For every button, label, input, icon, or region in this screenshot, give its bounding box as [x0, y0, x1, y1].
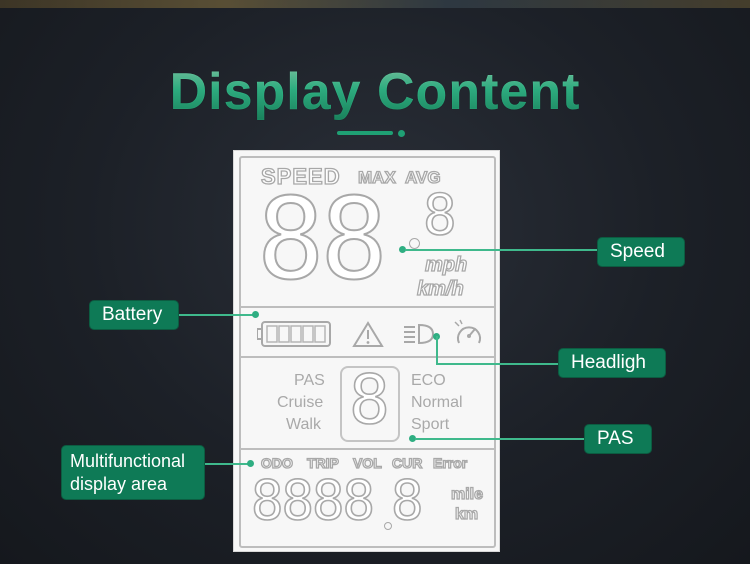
pas-digit-frame — [340, 366, 400, 442]
title-underline — [337, 131, 393, 135]
headlight-pointer-line — [436, 363, 558, 365]
mode-eco: ECO — [411, 372, 446, 389]
divider-top — [241, 306, 494, 308]
headlight-icon — [401, 322, 439, 351]
battery-icon — [256, 320, 333, 353]
mode-walk: Walk — [286, 416, 321, 433]
speed-callout: Speed — [597, 237, 685, 267]
unit-mile: mile — [450, 485, 484, 503]
headlight-pointer-line-vertical — [436, 336, 438, 364]
speed-pointer-dot — [399, 246, 406, 253]
headlight-callout: Headligh — [558, 348, 666, 378]
page-title: Display Content — [0, 62, 750, 122]
mode-sport: Sport — [411, 416, 450, 433]
mode-normal: Normal — [411, 394, 463, 411]
lcd-display: SPEED MAX AVG 88 8 mph km/h — [233, 150, 500, 552]
title-underline-dot — [398, 130, 405, 137]
battery-callout: Battery — [89, 300, 179, 330]
avg-label: AVG — [404, 167, 441, 187]
label-cur: CUR — [391, 454, 423, 471]
lcd-frame: SPEED MAX AVG 88 8 mph km/h — [239, 156, 496, 548]
divider-middle — [241, 356, 494, 358]
mode-cruise: Cruise — [277, 394, 324, 411]
battery-pointer-dot — [252, 311, 259, 318]
multi-decimal-point — [384, 522, 392, 530]
label-trip: TRIP — [306, 454, 339, 471]
speed-digits: 88 — [256, 175, 389, 305]
top-glow — [0, 0, 750, 8]
speed-decimal-digit: 8 — [422, 183, 457, 248]
speed-label: SPEED — [260, 163, 341, 189]
unit-kmh: km/h — [416, 277, 464, 300]
multifunctional-callout: Multifunctional display area — [61, 445, 205, 500]
speed-pointer-line — [405, 249, 597, 251]
pas-pointer-dot — [409, 435, 416, 442]
divider-bottom — [241, 448, 494, 450]
multi-digits: 8888 — [250, 469, 376, 533]
decimal-point — [409, 238, 420, 249]
speedometer-icon — [453, 319, 485, 354]
warning-icon — [352, 320, 384, 353]
pas-callout: PAS — [584, 424, 652, 454]
pas-level-digit: 8 — [348, 361, 391, 440]
unit-km: km — [454, 505, 479, 523]
multifunctional-pointer-dot — [247, 460, 254, 467]
mode-pas: PAS — [294, 372, 325, 389]
label-vol: VOL — [352, 454, 382, 471]
label-error: Error — [432, 454, 468, 471]
max-label: MAX — [357, 167, 396, 187]
battery-pointer-line — [179, 314, 256, 316]
pas-pointer-line — [415, 438, 584, 440]
unit-mph: mph — [424, 253, 468, 276]
multi-decimal-digit: 8 — [390, 469, 424, 533]
multifunctional-pointer-line — [205, 463, 249, 465]
label-odo: ODO — [260, 454, 293, 471]
